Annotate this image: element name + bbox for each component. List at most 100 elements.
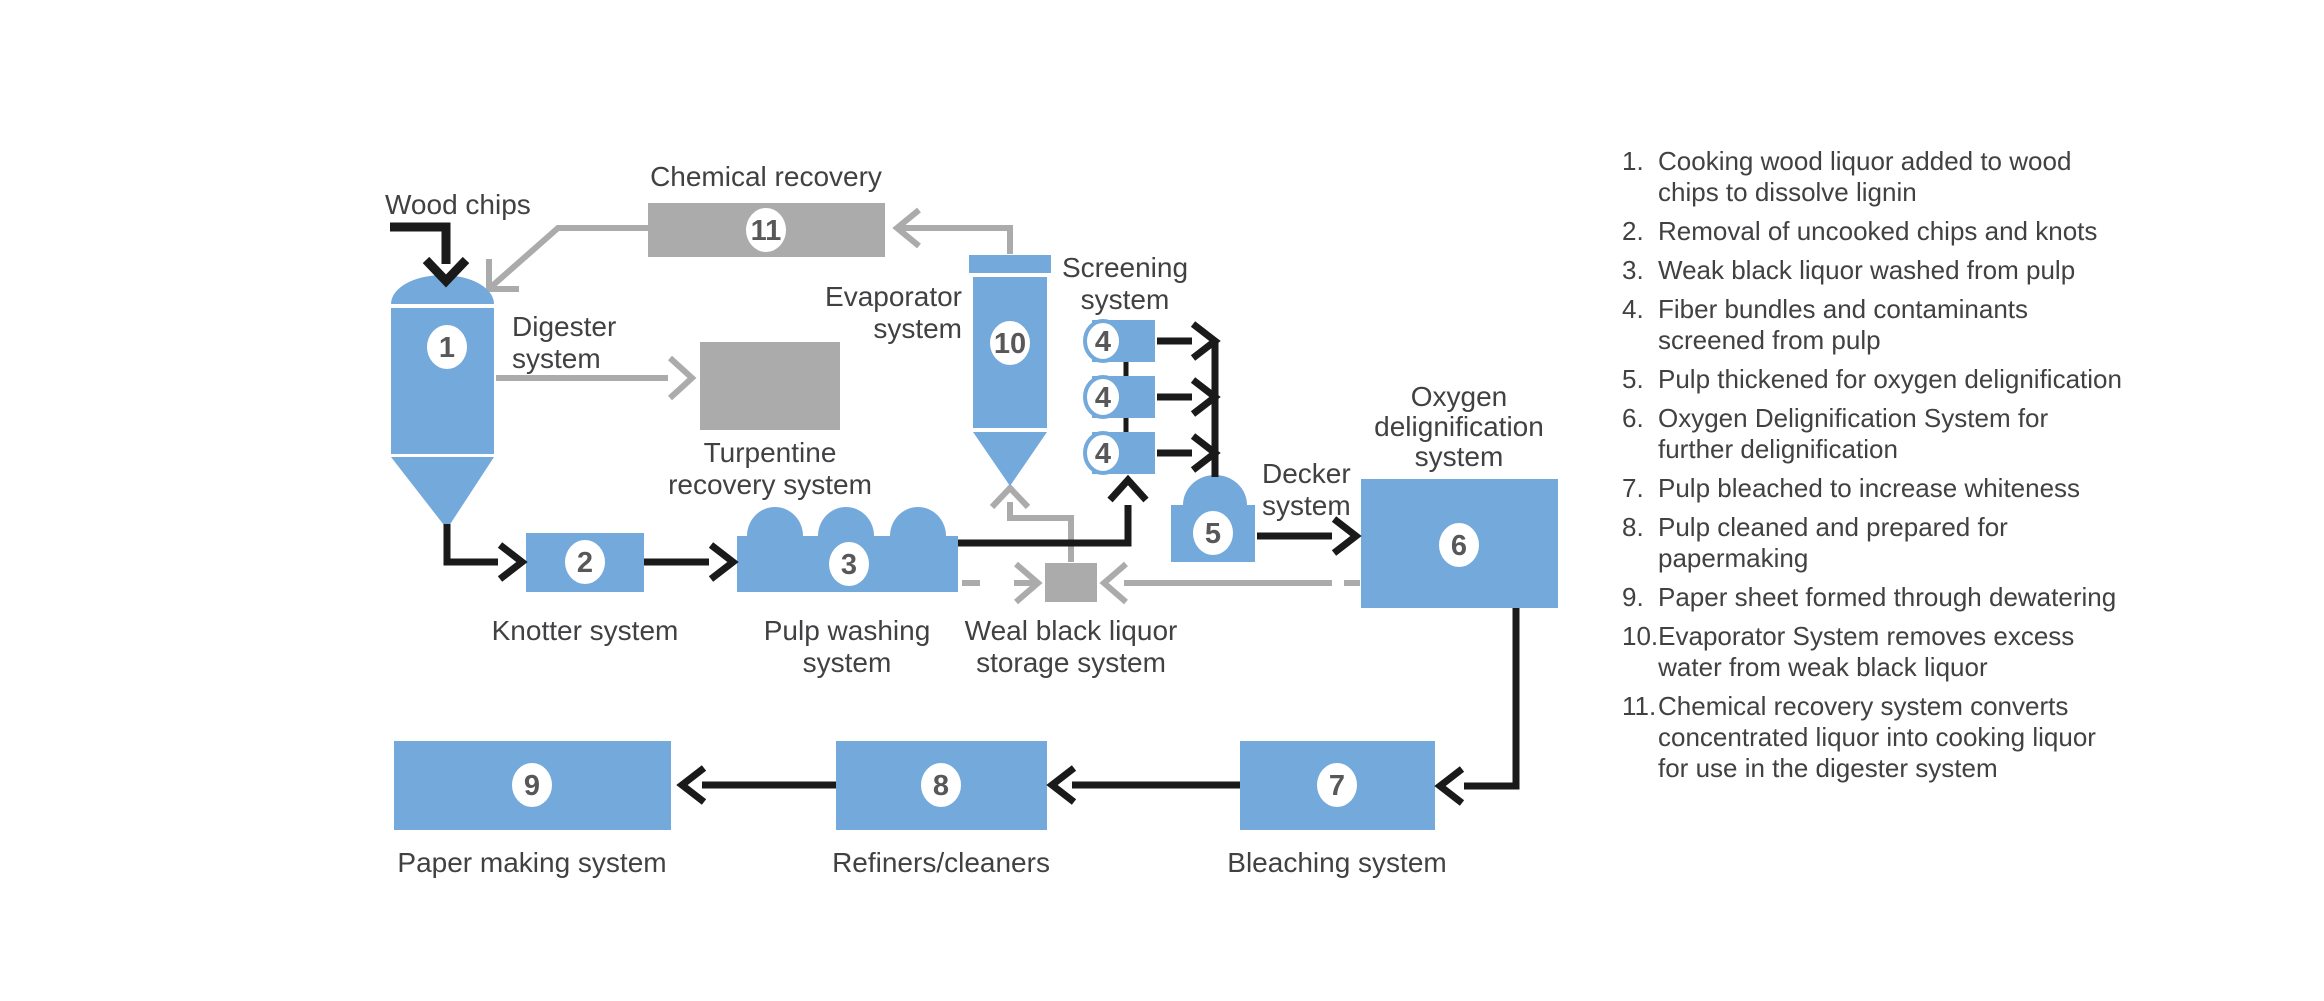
- arrowhead-into-papermaking: [676, 765, 707, 805]
- turpentine-box: [700, 342, 840, 430]
- evaporator-number-circle: [990, 321, 1030, 365]
- legend-item-number: 7.: [1622, 473, 1644, 503]
- chemical-recovery-node: 11: [648, 203, 885, 257]
- arrowhead-into-oxygen: [1331, 516, 1362, 556]
- knotter-number-circle: [565, 540, 605, 584]
- arrowhead-into-storage-left: [1014, 561, 1043, 605]
- decker-dome: [1183, 475, 1247, 505]
- legend-item-text: Chemical recovery system converts concen…: [1658, 691, 2096, 783]
- digester-number-circle: [427, 325, 467, 369]
- arrowhead-into-turpentine: [667, 355, 697, 401]
- arrowhead-into-evaporator-funnel: [989, 483, 1031, 510]
- paper-making-number: 9: [524, 770, 540, 802]
- digester-label-line2: system: [512, 343, 601, 374]
- pulp-washing-node: 3: [737, 507, 958, 592]
- oxygen-number: 6: [1451, 530, 1467, 562]
- legend-item-number: 9.: [1622, 582, 1644, 612]
- legend-item-8: 8. Pulp cleaned and prepared for paperma…: [1622, 512, 2127, 574]
- digester-number: 1: [439, 332, 455, 364]
- screening-number-circle-1: [1083, 319, 1123, 363]
- legend-item-number: 3.: [1622, 255, 1644, 285]
- legend-item-text: Cooking wood liquor added to wood chips …: [1658, 146, 2072, 207]
- storage-label-line1: Weal black liquor: [965, 615, 1178, 646]
- digester-label-line1: Digester: [512, 311, 616, 342]
- chemical-recovery-label: Chemical recovery: [650, 161, 882, 192]
- pulp-washing-label-line1: Pulp washing: [764, 615, 931, 646]
- bleaching-label: Bleaching system: [1227, 847, 1446, 878]
- screening-number-2: 4: [1095, 382, 1111, 414]
- refiners-cleaners-label: Refiners/cleaners: [832, 847, 1050, 878]
- arrowhead-into-washing: [708, 542, 739, 582]
- evaporator-label-line1: Evaporator: [825, 281, 962, 312]
- pulp-washing-hump-2: [818, 507, 874, 536]
- legend-item-text: Removal of uncooked chips and knots: [1658, 216, 2098, 246]
- refiners-number: 8: [933, 770, 949, 802]
- legend-item-number: 11.: [1622, 691, 1657, 721]
- oxygen-label-line3: system: [1415, 441, 1504, 472]
- legend-item-1: 1. Cooking wood liquor added to wood chi…: [1622, 146, 2127, 208]
- legend-item-number: 10.: [1622, 621, 1659, 651]
- legend-item-number: 2.: [1622, 216, 1644, 246]
- digester-dome: [391, 275, 494, 304]
- legend-item-4: 4. Fiber bundles and contaminants screen…: [1622, 294, 2127, 356]
- bleaching-number: 7: [1329, 770, 1345, 802]
- legend-item-9: 9. Paper sheet formed through dewatering: [1622, 582, 2127, 613]
- bleaching-number-circle: [1317, 763, 1357, 807]
- paper-making-node: 9: [394, 741, 671, 830]
- oxygen-label-line2: delignification: [1374, 411, 1544, 442]
- pulp-washing-hump-1: [747, 507, 803, 536]
- oxygen-delignification-node: 6: [1361, 479, 1558, 608]
- black-flow-lines: [443, 321, 1520, 806]
- flow-storage-to-evaporator: [1007, 502, 1074, 562]
- legend-item-text: Pulp thickened for oxygen delignificatio…: [1658, 364, 2122, 394]
- arrowhead-wood-chips-down: [422, 256, 470, 288]
- legend-item-text: Paper sheet formed through dewatering: [1658, 582, 2117, 612]
- arrowhead-into-storage-right: [1099, 561, 1128, 605]
- evaporator-node: 10: [969, 255, 1051, 486]
- flow-oxygen-to-bleaching: [1464, 608, 1520, 790]
- turpentine-node: [700, 342, 840, 430]
- decker-number-circle: [1193, 511, 1233, 555]
- paper-making-number-circle: [512, 763, 552, 807]
- legend-item-11: 11. Chemical recovery system converts co…: [1622, 691, 2127, 784]
- legend-item-text: Oxygen Delignification System for furthe…: [1658, 403, 2049, 464]
- screening-number-circle-2: [1083, 375, 1123, 419]
- legend-item-2: 2. Removal of uncooked chips and knots: [1622, 216, 2127, 247]
- legend-item-text: Weak black liquor washed from pulp: [1658, 255, 2076, 285]
- flow-evaporator-to-chemical-recovery: [901, 225, 1013, 254]
- evaporator-label-line2: system: [873, 313, 962, 344]
- flow-wood-chips-line: [390, 222, 451, 264]
- arrowhead-into-chemical-recovery: [892, 207, 921, 249]
- pulp-washing-hump-3: [890, 507, 946, 536]
- screening-label-line2: system: [1081, 284, 1170, 315]
- evaporator-funnel: [973, 432, 1047, 486]
- legend-item-text: Pulp cleaned and prepared for papermakin…: [1658, 512, 2008, 573]
- wood-chips-flow: [390, 222, 470, 288]
- screening-number-1: 4: [1095, 326, 1111, 358]
- knotter-label: Knotter system: [492, 615, 679, 646]
- legend-item-3: 3. Weak black liquor washed from pulp: [1622, 255, 2127, 286]
- digester-funnel: [391, 457, 494, 529]
- legend-item-number: 4.: [1622, 294, 1644, 324]
- legend-item-6: 6. Oxygen Delignification System for fur…: [1622, 403, 2127, 465]
- flow-washing-to-screening: [958, 505, 1132, 547]
- knotter-number: 2: [577, 547, 593, 579]
- decker-number: 5: [1205, 518, 1221, 550]
- screening-number-3: 4: [1095, 438, 1111, 470]
- refiners-cleaners-node: 8: [836, 741, 1047, 830]
- gray-flow-lines: [486, 207, 1360, 605]
- legend-item-text: Pulp bleached to increase whiteness: [1658, 473, 2081, 503]
- legend-item-number: 5.: [1622, 364, 1644, 394]
- legend-item-number: 6.: [1622, 403, 1644, 433]
- legend-item-5: 5. Pulp thickened for oxygen delignifica…: [1622, 364, 2127, 395]
- black-liquor-storage-box: [1045, 563, 1097, 602]
- legend-item-text: Evaporator System removes excess water f…: [1658, 621, 2075, 682]
- oxygen-label-line1: Oxygen: [1411, 381, 1508, 412]
- knotter-node: 2: [526, 533, 644, 592]
- evaporator-cap: [969, 255, 1051, 273]
- arrowhead-into-digester-top: [486, 259, 519, 292]
- pulp-washing-label-line2: system: [803, 647, 892, 678]
- chemical-recovery-number: 11: [751, 215, 782, 247]
